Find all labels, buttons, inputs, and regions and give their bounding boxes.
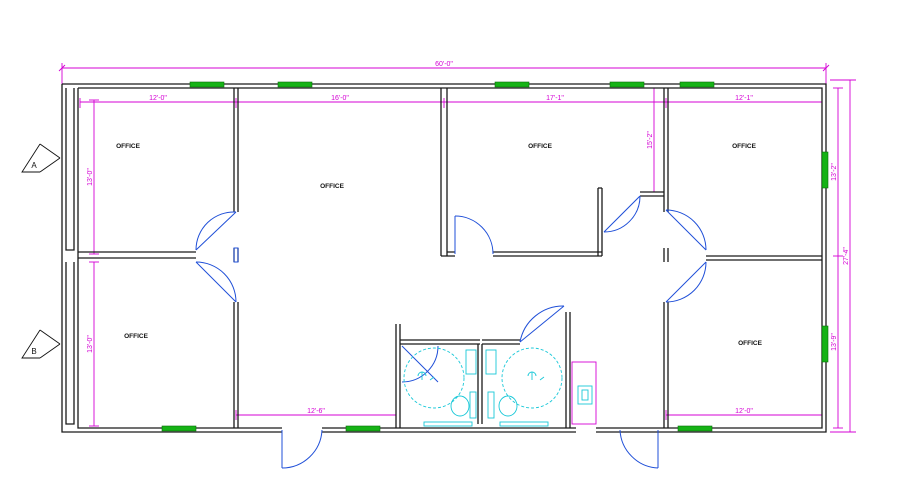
dim-central-room-width: 16'-0" bbox=[331, 95, 349, 102]
window bbox=[677, 425, 713, 432]
door-office-sw bbox=[195, 261, 237, 303]
dim-overall-width: 60'-0" bbox=[435, 61, 453, 68]
dimension-texts: 60'-0" 12'-0" 16'-0" 17'-1" 12'-1" 13'-0… bbox=[87, 61, 850, 415]
accessible-symbol-icon bbox=[417, 371, 435, 381]
door-office-n bbox=[454, 215, 494, 255]
toilet-icon bbox=[485, 349, 497, 375]
grab-bar bbox=[469, 391, 477, 419]
door-exterior-left bbox=[281, 429, 323, 469]
room-label-office-ne: OFFICE bbox=[732, 143, 756, 150]
restroom-fixtures bbox=[403, 347, 593, 427]
window bbox=[345, 425, 381, 432]
dim-office-nw-depth: 13'-0" bbox=[87, 168, 94, 186]
window bbox=[189, 81, 225, 88]
doors bbox=[195, 195, 707, 469]
door-office-se bbox=[665, 261, 707, 303]
dim-office-se-width: 12'-0" bbox=[735, 408, 753, 415]
grab-bar bbox=[499, 421, 549, 427]
room-label-office-n: OFFICE bbox=[528, 143, 552, 150]
dim-office-sw-depth: 13'-0" bbox=[87, 335, 94, 353]
room-label-office-central: OFFICE bbox=[320, 183, 344, 190]
dim-office-ne-width: 12'-1" bbox=[735, 95, 753, 102]
window bbox=[161, 425, 197, 432]
turning-circle bbox=[403, 347, 465, 409]
door-restroom-right bbox=[519, 305, 565, 343]
dim-office-ne-depth: 13'-2" bbox=[831, 163, 838, 181]
window bbox=[277, 81, 313, 88]
window bbox=[679, 81, 715, 88]
dim-office-se-depth: 13'-9" bbox=[831, 333, 838, 351]
section-tag-a: A bbox=[21, 143, 61, 173]
window bbox=[821, 151, 829, 189]
window bbox=[821, 325, 829, 363]
room-label-office-se: OFFICE bbox=[738, 340, 762, 347]
door-restroom-left bbox=[401, 345, 439, 383]
sink-basin-icon bbox=[581, 389, 589, 401]
door-office-nw bbox=[195, 211, 239, 263]
section-tag-letter: A bbox=[31, 161, 37, 170]
room-labels: OFFICE OFFICE OFFICE OFFICE OFFICE OFFIC… bbox=[116, 143, 762, 347]
grab-bar bbox=[487, 391, 495, 419]
sink-icon bbox=[498, 395, 518, 417]
dim-overall-depth: 27'-4" bbox=[843, 247, 850, 265]
toilet-icon bbox=[465, 349, 477, 375]
dim-office-n-width: 17'-1" bbox=[546, 95, 564, 102]
room-label-office-nw: OFFICE bbox=[116, 143, 140, 150]
walls bbox=[61, 83, 827, 433]
room-label-office-sw: OFFICE bbox=[124, 333, 148, 340]
section-tag-b: B bbox=[21, 329, 61, 359]
dimension-lines bbox=[58, 63, 856, 433]
door-office-ne bbox=[665, 209, 707, 251]
dim-bottom-center-width: 12'-6" bbox=[307, 408, 325, 415]
dim-hall-depth: 15'-2" bbox=[647, 131, 654, 149]
door-exterior-right bbox=[619, 429, 659, 469]
door-hall bbox=[603, 195, 641, 233]
sink-icon bbox=[577, 385, 593, 405]
window bbox=[494, 81, 530, 88]
dim-office-nw-width: 12'-0" bbox=[149, 95, 167, 102]
accessible-symbol-icon bbox=[527, 371, 545, 381]
turning-circle bbox=[501, 347, 563, 409]
windows bbox=[161, 81, 829, 432]
sink-icon bbox=[450, 395, 470, 417]
grab-bar bbox=[423, 421, 473, 427]
section-tag-letter: B bbox=[31, 347, 36, 356]
window bbox=[609, 81, 645, 88]
